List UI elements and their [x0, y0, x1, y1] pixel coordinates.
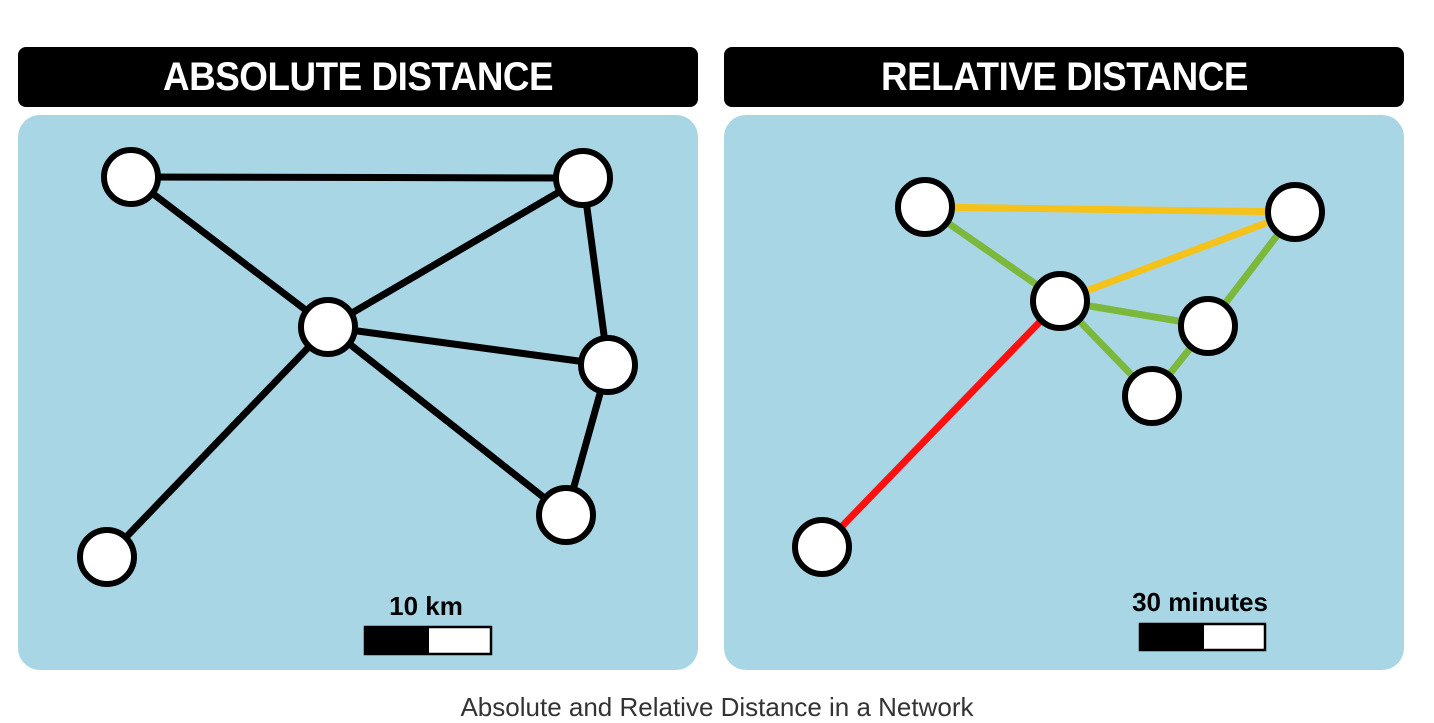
absolute-distance-network: 10 km: [18, 115, 698, 670]
node: [77, 527, 137, 587]
relative-distance-header: RELATIVE DISTANCE: [724, 47, 1404, 107]
scale-bar-fill: [1140, 624, 1204, 650]
relative-distance-title: RELATIVE DISTANCE: [880, 54, 1248, 99]
edge-slow: [921, 203, 1299, 216]
edge: [103, 323, 332, 561]
absolute-distance-title: ABSOLUTE DISTANCE: [162, 54, 554, 99]
node: [1122, 366, 1182, 426]
scale-bar: [1138, 622, 1267, 652]
nodes: [77, 147, 638, 587]
node: [536, 485, 596, 545]
node: [553, 148, 613, 208]
scale-label: 30 minutes: [1132, 587, 1268, 617]
node: [101, 147, 161, 207]
edge: [324, 323, 612, 369]
edge: [324, 174, 587, 331]
relative-distance-panel: 30 minutes: [724, 115, 1404, 670]
scale-bar: [363, 625, 493, 656]
edge: [579, 174, 612, 369]
node: [895, 177, 955, 237]
edge-slow: [1056, 208, 1299, 305]
edge: [324, 323, 570, 519]
node: [1178, 296, 1238, 356]
figure-caption: Absolute and Relative Distance in a Netw…: [460, 692, 974, 722]
edge-very-slow: [818, 297, 1064, 551]
scale-label: 10 km: [389, 591, 463, 621]
node: [578, 335, 638, 395]
edge: [127, 173, 587, 182]
edge: [127, 173, 332, 331]
node: [1030, 271, 1090, 331]
absolute-distance-panel: 10 km: [18, 115, 698, 670]
node: [1265, 182, 1325, 242]
node: [298, 297, 358, 357]
scale-bar-fill: [365, 627, 429, 654]
absolute-distance-header: ABSOLUTE DISTANCE: [18, 47, 698, 107]
relative-distance-network: 30 minutes: [724, 115, 1404, 670]
node: [792, 517, 852, 577]
nodes: [792, 177, 1325, 577]
